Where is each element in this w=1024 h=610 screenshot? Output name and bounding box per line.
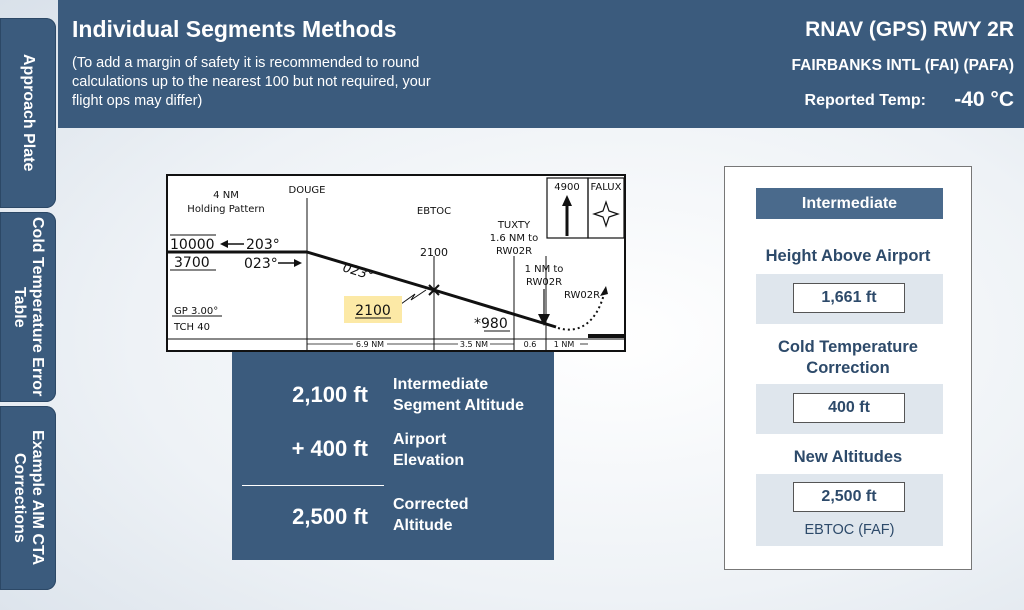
rw02r-label: RW02R <box>564 290 600 301</box>
height-above-airport-value: 1,661 ft <box>793 283 905 313</box>
tab-cold-temperature-error-table-label: Cold Temperature Error Table <box>11 217 46 397</box>
highlight-alt: 2100 <box>355 303 391 319</box>
tuxty-label: TUXTY <box>497 220 531 231</box>
height-above-airport-label: Height Above Airport <box>765 247 931 265</box>
tab-approach-plate[interactable]: Approach Plate <box>0 18 56 208</box>
temp-label: Reported Temp: <box>804 92 926 109</box>
segment-altitude-label-line2: Segment Altitude <box>393 397 524 414</box>
dist-4: 1 NM <box>554 340 575 349</box>
dist-2: 3.5 NM <box>460 340 488 349</box>
tab-example-aim-cta-corrections[interactable]: Example AIM CTA Corrections <box>0 406 56 590</box>
segment-altitude-value: 2,100 ft <box>292 382 368 407</box>
tab-approach-plate-label: Approach Plate <box>20 54 37 172</box>
tab-example-aim-cta-corrections-label: Example AIM CTA Corrections <box>11 430 46 566</box>
dist-3: 0.6 <box>524 340 537 349</box>
corrected-altitude-label-line2: Altitude <box>393 517 453 534</box>
cold-temperature-correction-label: Cold Temperature Correction <box>725 337 971 379</box>
alt-top: 10000 <box>170 237 215 253</box>
ebtoc-label: EBTOC <box>417 206 451 217</box>
segment-altitude-label-line1: Intermediate <box>393 376 489 393</box>
inbound-arrowhead <box>220 240 228 248</box>
one-nm-label-2: RW02R <box>526 277 562 288</box>
corrected-altitude-value: 2,500 ft <box>292 504 368 529</box>
temp-value: -40 °C <box>954 88 1014 111</box>
segment-altitude-label: Intermediate Segment Altitude <box>393 374 524 416</box>
header-bar: Individual Segments Methods (To add a ma… <box>58 0 1024 128</box>
calculation-panel: 2,100 ft Intermediate Segment Altitude +… <box>232 352 554 560</box>
falux-box <box>587 177 624 239</box>
approach-plate-profile: 4900 FALUX 4 NM Holding Pattern DOUGE EB… <box>166 174 626 352</box>
douge-label: DOUGE <box>289 185 326 196</box>
airport-name: FAIRBANKS INTL (FAI) (PAFA) <box>791 57 1014 74</box>
airport-elevation-label-line1: Airport <box>393 431 447 448</box>
cold-temperature-correction-box: 400 ft <box>756 384 943 434</box>
fix-name: EBTOC (FAF) <box>804 522 895 538</box>
tuxty-dist-2: RW02R <box>496 246 532 257</box>
approach-title: RNAV (GPS) RWY 2R <box>805 18 1014 41</box>
final-track <box>433 288 557 329</box>
new-altitudes-box: 2,500 ft EBTOC (FAF) <box>756 474 943 546</box>
page-title: Individual Segments Methods <box>72 16 397 42</box>
ebtoc-fix-icon <box>428 284 440 296</box>
airport-elevation-label-line2: Elevation <box>393 452 465 469</box>
one-nm-arrowhead <box>538 314 550 326</box>
safety-note: (To add a margin of safety it is recomme… <box>72 55 431 109</box>
cold-temperature-correction-label-line1: Cold Temperature <box>778 338 918 356</box>
missed-approach-path <box>557 293 605 331</box>
falux-label: FALUX <box>591 182 622 193</box>
altitude-pointer <box>400 289 427 305</box>
tab-cold-temperature-error-table[interactable]: Cold Temperature Error Table <box>0 212 56 402</box>
hold-label-pattern: Holding Pattern <box>187 204 264 215</box>
panel-heading: Intermediate <box>756 188 943 219</box>
msa-label: 4900 <box>554 182 579 193</box>
new-altitudes-label: New Altitudes <box>793 448 903 466</box>
tch-label: TCH 40 <box>173 322 210 333</box>
missed-approach-arrowhead <box>600 286 608 296</box>
ebtoc-alt: 2100 <box>420 246 448 259</box>
height-above-airport-box: 1,661 ft <box>756 274 943 324</box>
profile-diagram: 4900 FALUX 4 NM Holding Pattern DOUGE EB… <box>168 177 624 350</box>
intermediate-track <box>306 250 435 292</box>
airport-elevation-label: Airport Elevation <box>393 429 464 471</box>
corrected-altitude-label-line1: Corrected <box>393 496 469 513</box>
corrected-altitude-label: Corrected Altitude <box>393 494 469 536</box>
sum-divider <box>242 485 384 486</box>
track-course: 023° <box>341 260 375 284</box>
tuxty-dist-1: 1.6 NM to <box>490 233 538 244</box>
cold-temperature-correction-value: 400 ft <box>793 393 905 423</box>
min-alt: *980 <box>474 316 508 332</box>
new-altitudes-value: 2,500 ft <box>793 482 905 512</box>
cold-temperature-correction-label-line2: Correction <box>806 359 890 377</box>
airport-elevation-value: + 400 ft <box>291 436 368 461</box>
dist-1: 6.9 NM <box>356 340 384 349</box>
inbound-course: 203° <box>246 237 280 253</box>
hold-label-nm: 4 NM <box>213 190 239 201</box>
alt-bottom: 3700 <box>174 255 210 271</box>
intermediate-panel: Intermediate Height Above Airport 1,661 … <box>724 166 972 570</box>
outbound-arrowhead <box>294 259 302 267</box>
msa-arrowhead <box>562 195 572 206</box>
one-nm-label-1: 1 NM to <box>525 264 564 275</box>
outbound-course: 023° <box>244 256 278 272</box>
gp-label: GP 3.00° <box>174 306 218 317</box>
falux-fix-icon <box>592 200 620 228</box>
